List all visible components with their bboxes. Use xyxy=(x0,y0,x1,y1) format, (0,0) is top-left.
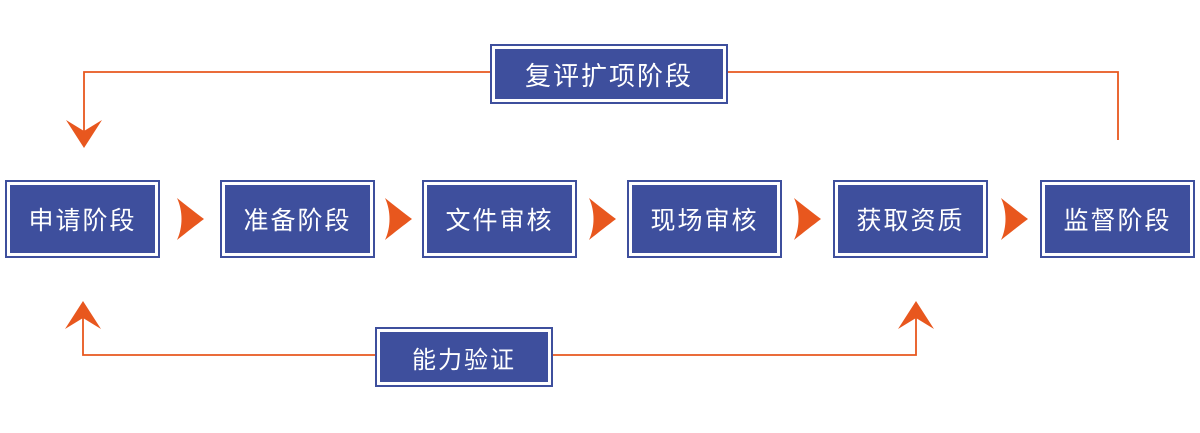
chevron-right-icon xyxy=(1001,198,1028,240)
chevron-right-icon xyxy=(385,198,412,240)
flow-box-label: 能力验证 xyxy=(412,346,516,374)
flow-box-label: 现场审核 xyxy=(650,207,759,235)
chevron-right-icon xyxy=(794,198,821,240)
flow-box-obtain-qualification: 获取资质 xyxy=(835,182,986,256)
flow-box-application: 申请阶段 xyxy=(7,182,158,256)
flow-box-label: 申请阶段 xyxy=(28,207,137,235)
flow-box-onsite-review: 现场审核 xyxy=(629,182,780,256)
flow-box-document-review: 文件审核 xyxy=(424,182,575,256)
chevron-right-icon xyxy=(589,198,616,240)
flow-box-label: 文件审核 xyxy=(445,207,554,235)
flow-box-preparation: 准备阶段 xyxy=(222,182,373,256)
flow-box-reevaluation-expansion: 复评扩项阶段 xyxy=(492,46,726,102)
chevron-right-icon xyxy=(177,198,204,240)
flow-box-label: 复评扩项阶段 xyxy=(524,60,693,91)
flow-box-supervision: 监督阶段 xyxy=(1042,182,1193,256)
flow-box-label: 准备阶段 xyxy=(243,207,352,235)
flow-box-label: 监督阶段 xyxy=(1063,207,1172,235)
flow-box-label: 获取资质 xyxy=(856,207,965,235)
flow-box-proficiency-testing: 能力验证 xyxy=(377,329,551,385)
